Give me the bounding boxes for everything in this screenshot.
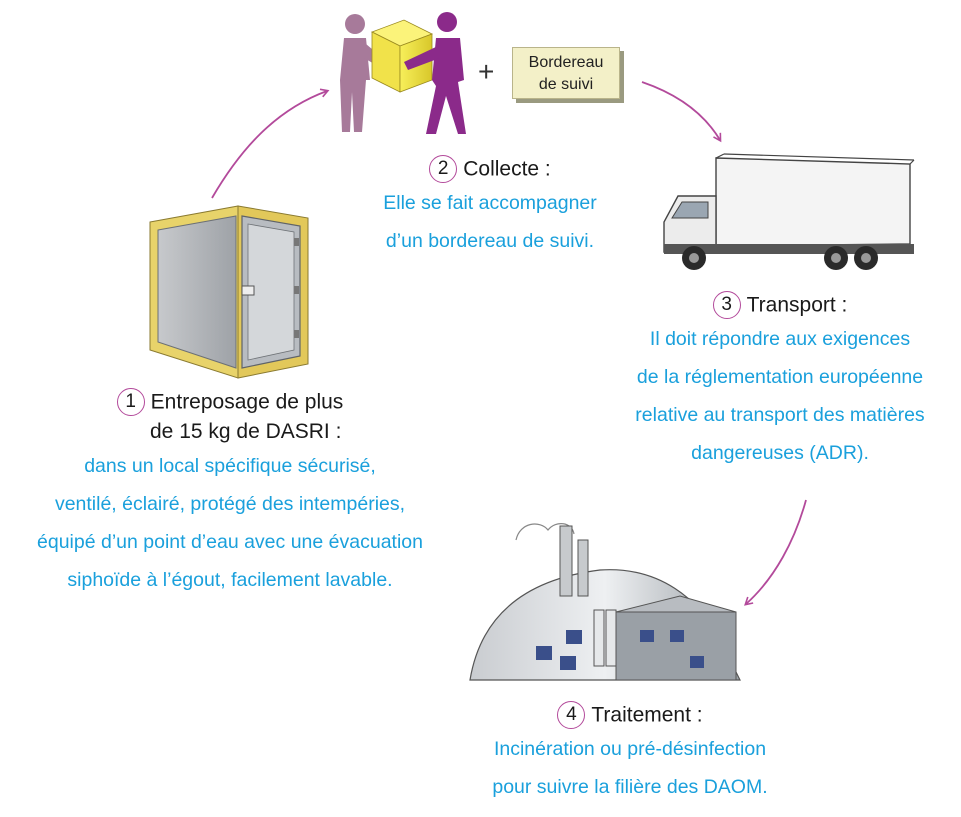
storage-room-icon xyxy=(149,205,309,379)
bordereau-line-1: Bordereau xyxy=(528,54,604,71)
step-1-desc-line-2: ventilé, éclairé, protégé des intempérie… xyxy=(54,493,406,516)
step-3-desc-line-4: dangereuses (ADR). xyxy=(691,442,869,465)
step-3-desc-line-1: Il doit répondre aux exigences xyxy=(649,328,911,351)
step-1-desc-line-3: équipé d’un point d’eau avec une évacuat… xyxy=(37,531,423,554)
step-2-desc-line-2: d’un bordereau de suivi. xyxy=(385,230,595,253)
step-1-desc-line-1: dans un local spécifique sécurisé, xyxy=(84,455,376,478)
step-2-heading: Collecte : xyxy=(463,157,551,181)
step-1-desc-line-4: siphoïde à l’égout, facilement lavable. xyxy=(67,569,393,592)
step-3-heading: Transport : xyxy=(746,293,848,317)
step-4-desc-line-1: Incinération ou pré-désinfection xyxy=(493,738,767,761)
plus-sign: + xyxy=(478,56,495,87)
arrow-3-to-4 xyxy=(744,499,807,606)
bordereau-de-suivi-label: Bordereau de suivi xyxy=(512,47,620,99)
step-3-number: 3 xyxy=(712,291,741,320)
truck-icon xyxy=(663,153,915,270)
step-1-number: 1 xyxy=(116,388,145,417)
incineration-plant-icon xyxy=(469,523,741,681)
arrow-1-to-2 xyxy=(211,88,330,199)
step-4-number: 4 xyxy=(557,701,586,730)
people-handover-icon xyxy=(340,12,466,134)
step-2-number: 2 xyxy=(429,155,458,184)
step-4-desc-line-2: pour suivre la filière des DAOM. xyxy=(492,776,768,799)
step-3-desc-line-2: de la réglementation européenne xyxy=(636,366,924,389)
bordereau-line-2: de suivi xyxy=(538,76,594,93)
step-4-heading: Traitement : xyxy=(591,703,703,727)
arrow-2-to-3 xyxy=(641,81,722,143)
step-1-heading-line2: de 15 kg de DASRI : xyxy=(150,420,342,444)
step-2-desc-line-1: Elle se fait accompagner xyxy=(383,192,597,215)
step-1-heading: Entreposage de plus xyxy=(150,390,344,414)
step-3-desc-line-3: relative au transport des matières xyxy=(635,404,925,427)
